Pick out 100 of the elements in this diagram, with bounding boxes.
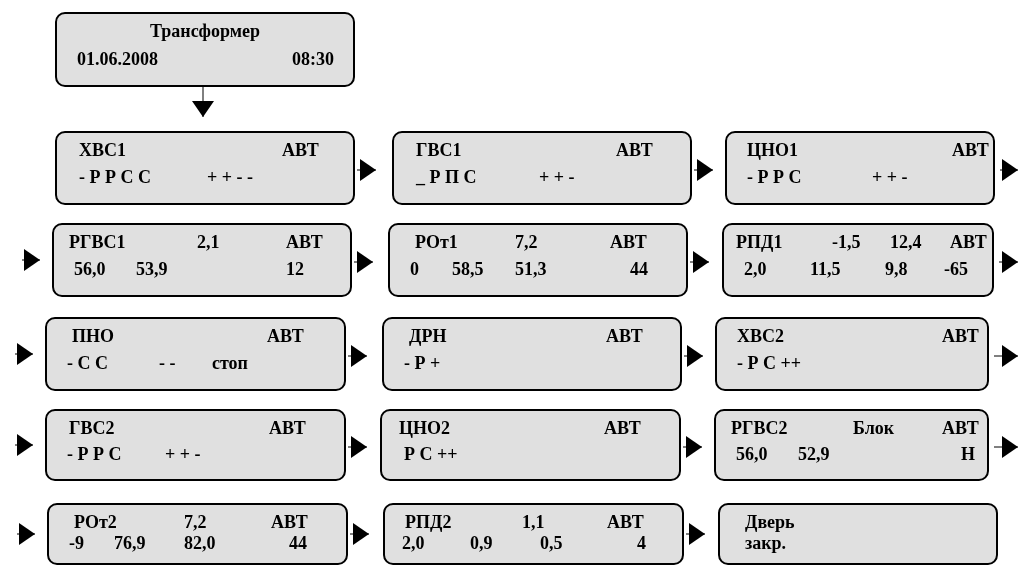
display-text: 56,0: [74, 258, 106, 280]
display-panel: [380, 409, 681, 481]
arrow: [693, 159, 714, 181]
display-panel: [392, 131, 692, 205]
display-text: 2,0: [744, 258, 767, 280]
display-text: 58,5: [452, 258, 484, 280]
display-text: + + -: [539, 166, 575, 188]
display-text: 12,4: [890, 231, 922, 253]
display-text: + + -: [872, 166, 908, 188]
display-text: АВТ: [952, 139, 989, 161]
arrow: [685, 523, 706, 545]
display-text: 76,9: [114, 532, 146, 554]
display-panel: [718, 503, 998, 565]
display-text: 9,8: [885, 258, 908, 280]
arrow: [356, 159, 377, 181]
display-text: 2,1: [197, 231, 220, 253]
arrow: [993, 436, 1019, 458]
display-text: АВТ: [942, 325, 979, 347]
display-text: - Р +: [404, 352, 441, 374]
display-text: Блок: [853, 417, 895, 439]
display-text: 52,9: [798, 443, 830, 465]
display-text: 44: [289, 532, 307, 554]
display-text: АВТ: [271, 511, 308, 533]
display-panel: [45, 317, 346, 391]
display-text: закр.: [745, 532, 787, 554]
arrow: [998, 251, 1019, 273]
display-panel: [55, 131, 355, 205]
display-text: - Р С ++: [737, 352, 801, 374]
display-text: 44: [630, 258, 648, 280]
display-text: 0,5: [540, 532, 563, 554]
display-text: -65: [944, 258, 968, 280]
arrow: [14, 434, 34, 456]
display-text: - -: [159, 352, 176, 374]
display-text: 0: [410, 258, 419, 280]
display-text: АВТ: [286, 231, 323, 253]
display-text: -1,5: [832, 231, 861, 253]
display-text: + + -: [165, 443, 201, 465]
display-text: -9: [69, 532, 84, 554]
arrow: [21, 249, 41, 271]
display-text: ГВС1: [416, 139, 462, 161]
display-text: АВТ: [607, 511, 644, 533]
display-text: АВТ: [282, 139, 319, 161]
display-text: РПД2: [405, 511, 452, 533]
display-text: ГВС2: [69, 417, 115, 439]
display-text: 2,0: [402, 532, 425, 554]
display-text: ЦНО2: [399, 417, 450, 439]
display-text: РГВС1: [69, 231, 126, 253]
arrow: [347, 436, 368, 458]
display-text: - Р Р С С: [79, 166, 151, 188]
display-panel: [714, 409, 989, 481]
display-text: 4: [637, 532, 646, 554]
display-text: ХВС2: [737, 325, 784, 347]
display-text: АВТ: [616, 139, 653, 161]
display-text: АВТ: [942, 417, 979, 439]
display-text: - Р Р С: [67, 443, 122, 465]
display-text: - С С: [67, 352, 108, 374]
arrow: [349, 523, 370, 545]
display-panel: [388, 223, 688, 297]
display-text: АВТ: [267, 325, 304, 347]
display-text: ПНО: [72, 325, 114, 347]
display-text: 56,0: [736, 443, 768, 465]
display-text: 08:30: [292, 47, 334, 70]
display-text: РОт1: [415, 231, 458, 253]
arrow: [999, 159, 1019, 181]
display-text: РГВС2: [731, 417, 788, 439]
display-panel: [47, 503, 348, 565]
arrow: [16, 523, 36, 545]
display-text: 7,2: [515, 231, 538, 253]
arrow: [683, 345, 704, 367]
display-text: _ Р П С: [416, 166, 477, 188]
arrow: [353, 251, 374, 273]
display-text: РОт2: [74, 511, 117, 533]
display-text: 12: [286, 258, 304, 280]
arrow: [14, 343, 34, 365]
display-panel: [715, 317, 989, 391]
arrow: [682, 436, 703, 458]
display-panel: [722, 223, 994, 297]
arrow: [993, 345, 1019, 367]
arrow: [192, 86, 214, 118]
display-panel: [725, 131, 995, 205]
display-text: 0,9: [470, 532, 493, 554]
display-text: ЦНО1: [747, 139, 798, 161]
display-panel: [52, 223, 352, 297]
display-panel: [382, 317, 682, 391]
display-text: РПД1: [736, 231, 783, 253]
display-text: 53,9: [136, 258, 168, 280]
arrow: [347, 345, 368, 367]
display-text: АВТ: [610, 231, 647, 253]
display-text: Дверь: [745, 511, 795, 533]
display-text: Трансформер: [149, 20, 261, 42]
display-text: Р С ++: [404, 443, 458, 465]
display-panel: [45, 409, 346, 481]
display-text: + + - -: [207, 166, 253, 188]
display-panel: [55, 12, 355, 87]
display-text: стоп: [212, 352, 248, 374]
display-text: АВТ: [604, 417, 641, 439]
display-text: 11,5: [810, 258, 841, 280]
display-text: ДРН: [409, 325, 447, 347]
arrow: [689, 251, 710, 273]
display-text: АВТ: [269, 417, 306, 439]
